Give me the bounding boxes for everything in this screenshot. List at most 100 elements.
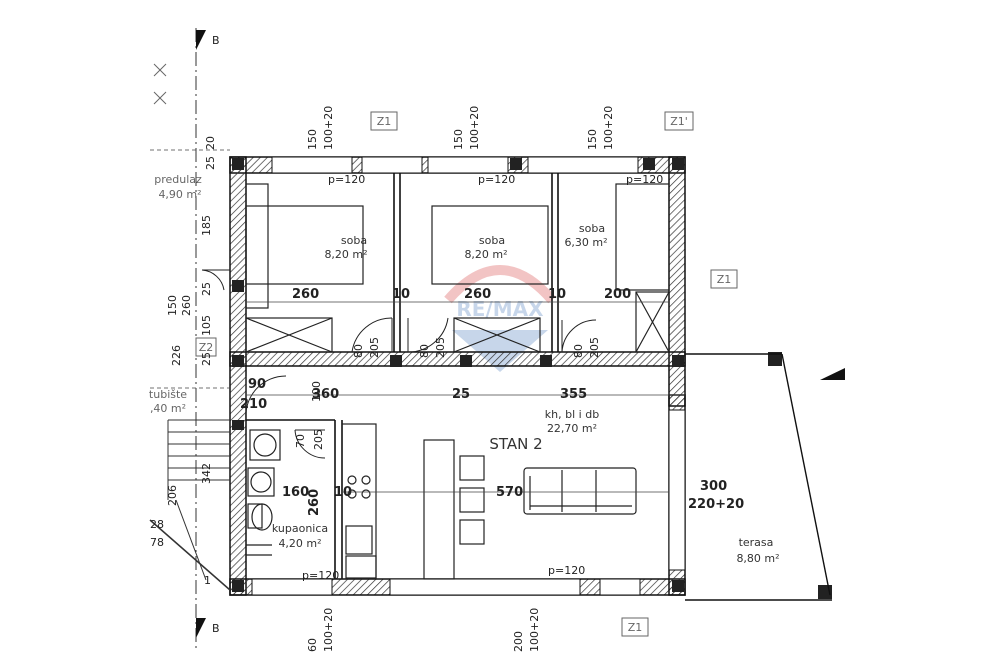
hall-area: 4,90 m²: [158, 188, 201, 201]
room-3-area: 6,30 m²: [564, 236, 607, 249]
room-1-name: soba: [341, 234, 367, 247]
staircase: [149, 419, 231, 591]
sofa: [523, 467, 637, 515]
bath-name: kupaonica: [272, 522, 328, 535]
dim-260-c: 260: [307, 489, 322, 516]
left-dim-13: 78: [150, 536, 164, 549]
section-mark-top: B: [212, 34, 220, 47]
left-dim-4: 25: [200, 282, 213, 296]
dim-205-a: 205: [368, 337, 381, 358]
sill-label-3: p=120: [626, 173, 663, 186]
left-dim-9: 25: [200, 352, 213, 366]
dim-210: 210: [240, 397, 267, 412]
section-line-left: B B: [195, 28, 220, 650]
sill-label-2: p=120: [478, 173, 515, 186]
left-dim-7: 105: [200, 315, 213, 336]
windows: [251, 156, 686, 596]
dim-220-20: 220+20: [688, 497, 744, 512]
dim-70: 70: [294, 434, 307, 448]
columns: [232, 158, 832, 599]
window-dim-2a: 150: [452, 129, 465, 150]
unit-label: STAN 2: [489, 435, 542, 453]
dim-360: 360: [312, 387, 339, 402]
dim-160: 160: [282, 485, 309, 500]
window-dim-1a: 150: [306, 129, 319, 150]
sill-label-1: p=120: [328, 173, 365, 186]
dim-90: 90: [248, 377, 266, 392]
dim-355: 355: [560, 387, 587, 402]
left-dim-3: 185: [200, 215, 213, 236]
bathroom-fixtures: [246, 429, 281, 556]
zone-tag-left: Z2: [199, 341, 214, 354]
marker-crosses: [153, 63, 167, 105]
dim-205-c: 205: [588, 337, 601, 358]
dim-80-a: 80: [352, 344, 365, 358]
beds: [245, 183, 670, 309]
dim-200: 200: [604, 287, 631, 302]
window-dim-1b: 100+20: [322, 106, 335, 150]
left-dim-14: 1: [204, 574, 211, 587]
room-2-area: 8,20 m²: [464, 248, 507, 261]
dim-80-b: 80: [418, 344, 431, 358]
hall-name: predulaz: [154, 173, 202, 186]
dim-300: 300: [700, 479, 727, 494]
left-dimensions: 25 20 185 25 150 260 105 226 25 342 206 …: [150, 136, 217, 587]
zone-tag-right: Z1: [717, 273, 732, 286]
bath-area: 4,20 m²: [278, 537, 321, 550]
watermark-logo: RE/MAX: [444, 265, 556, 372]
left-dim-11: 206: [166, 485, 179, 506]
internal-walls: [246, 173, 559, 579]
sill-label-4: p=120: [302, 569, 339, 582]
dim-25: 25: [452, 387, 470, 402]
living-area: 22,70 m²: [547, 422, 597, 435]
room-1-area: 8,20 m²: [324, 248, 367, 261]
terrace-area: 8,80 m²: [736, 552, 779, 565]
window-dim-5a: 200: [512, 631, 525, 652]
window-dims-top: 150 100+20 150 100+20 150 100+20: [306, 106, 615, 150]
zone-tag-bottom: Z1: [628, 621, 643, 634]
zone-tag-top-right: Z1': [670, 115, 688, 128]
dim-100: 100: [310, 381, 323, 402]
left-dim-2: 20: [204, 136, 217, 150]
left-dim-12: 28: [150, 518, 164, 531]
kitchen-island: [423, 439, 485, 580]
zone-tag-top-left: Z1: [377, 115, 392, 128]
zone-tags: [195, 111, 738, 637]
interior-dimensions: 260 10 260 10 200 80 205 80 205 80 205 3…: [240, 287, 744, 516]
stair-name: tubište: [149, 388, 187, 401]
left-dim-10: 342: [200, 463, 213, 484]
section-mark-bottom: B: [212, 622, 220, 635]
dim-80-c: 80: [572, 344, 585, 358]
dim-205-d: 205: [312, 429, 325, 450]
dimension-lines: [150, 149, 685, 493]
dim-10-a: 10: [392, 287, 410, 302]
dim-10-b: 10: [548, 287, 566, 302]
room-2-name: soba: [479, 234, 505, 247]
left-dim-8: 226: [170, 345, 183, 366]
window-dim-4a: 60: [306, 638, 319, 652]
window-dim-3b: 100+20: [602, 106, 615, 150]
living-name: kh, bl i db: [545, 408, 599, 421]
watermark-text: RE/MAX: [456, 297, 544, 321]
left-dim-5: 150: [166, 295, 179, 316]
window-dim-5b: 100+20: [528, 608, 541, 652]
sill-label-5: p=120: [548, 564, 585, 577]
left-dim-1: 25: [204, 156, 217, 170]
dim-205-b: 205: [434, 337, 447, 358]
window-dim-4b: 100+20: [322, 608, 335, 652]
stair-area: ,40 m²: [150, 402, 186, 415]
section-arrow-right: [820, 368, 845, 380]
left-dim-6: 260: [180, 295, 193, 316]
terrace-name: terasa: [739, 536, 774, 549]
kitchen-counter: [341, 423, 377, 580]
dim-260-a: 260: [292, 287, 319, 302]
dim-260-b: 260: [464, 287, 491, 302]
dim-570: 570: [496, 485, 523, 500]
doors: [201, 269, 597, 459]
window-dim-2b: 100+20: [468, 106, 481, 150]
terrace-outline: [685, 353, 832, 601]
window-dim-3a: 150: [586, 129, 599, 150]
room-3-name: soba: [579, 222, 605, 235]
window-dims-bottom: 60 100+20 200 100+20: [306, 608, 541, 652]
